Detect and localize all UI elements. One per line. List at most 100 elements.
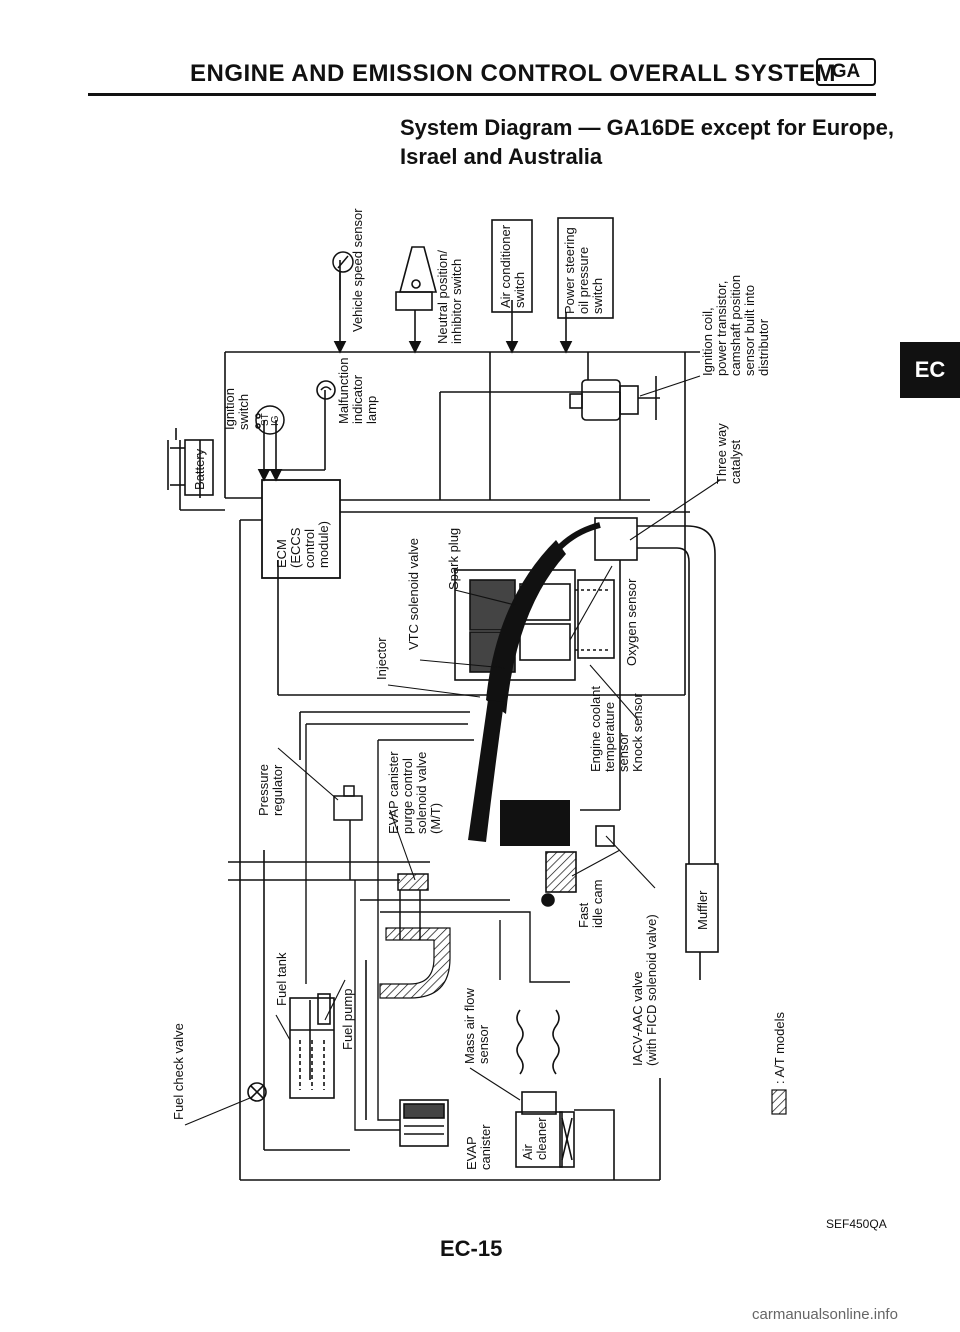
iacv-label: IACV-AAC valve (with FICD solenoid valve… [630,914,659,1066]
vtc-solenoid-label: VTC solenoid valve [406,538,421,650]
malfunction-lamp-label: Malfunction indicator lamp [336,358,379,424]
ignition-coil-label-1: Ignition coil, [700,307,715,376]
air-cleaner-label-1: Air [520,1143,535,1160]
ignition-switch-icon [255,405,285,435]
pressure-regulator-label: Pressure regulator [256,764,285,816]
section-tab[interactable]: EC [900,342,960,398]
vehicle-speed-sensor-icon [332,251,354,300]
fast-idle-label-2: idle cam [590,880,605,928]
ecm-label: ECM (ECCS control module) [274,521,331,568]
distributor-icon [569,376,660,421]
watermark: carmanualsonline.info [752,1306,898,1323]
evap-purge-label-2: purge control [400,758,415,834]
hoses [305,723,570,1131]
ignition-coil-label-3: camshaft position [728,275,743,376]
oxygen-sensor-label: Oxygen sensor [624,578,639,666]
neutral-switch-label-1: Neutral position/ [435,250,450,344]
at-models-legend: : A/T models [772,1011,787,1084]
fuel-check-valve-label: Fuel check valve [171,1023,186,1120]
iacv-label-2: (with FICD solenoid valve) [644,914,659,1066]
ignition-coil-label-4: sensor built into [742,285,757,376]
ignition-coil-label-2: power transistor, [714,281,729,376]
page-title: ENGINE AND EMISSION CONTROL OVERALL SYST… [190,60,836,87]
power-steering-label-2: oil pressure [576,247,591,314]
ignition-coil-label: Ignition coil, power transistor, camshaf… [700,275,771,376]
pressure-regulator-icon [333,785,363,880]
spark-plug-label: Spark plug [446,528,461,590]
air-cleaner-label-2: cleaner [534,1117,549,1160]
ignition-switch-label-2: switch [236,394,251,430]
injector-label: Injector [374,637,389,680]
evap-purge-label-3: solenoid valve [414,752,429,834]
system-diagram-title: System Diagram — GA16DE except for Europ… [400,113,900,171]
neutral-switch-icon [395,246,438,311]
at-legend-swatch [771,1089,787,1115]
air-conditioner-label-1: Air conditioner [498,224,513,308]
muffler-label: Muffler [695,890,710,930]
fast-idle-label-1: Fast [576,902,591,928]
battery-icon [167,428,214,496]
knock-sensor-label: Knock sensor [630,693,645,772]
fast-idle-cam-label: Fast idle cam [576,880,605,928]
pressure-regulator-label-1: Pressure [256,764,271,816]
engine-coolant-label: Engine coolant temperature sensor Knock … [588,686,645,772]
switch-position-st: ST [260,413,271,426]
evap-canister-label: EVAP canister [464,1124,493,1170]
mass-air-flow-label: Mass air flow sensor [462,988,491,1064]
malfunction-label-1: Malfunction [336,358,351,424]
engine-coolant-label-2: temperature [602,702,617,772]
three-way-label-2: catalyst [728,440,743,484]
ecm-box [261,479,341,579]
page-number: EC-15 [440,1236,503,1261]
neutral-switch-label: Neutral position/ inhibitor switch [435,250,464,344]
iacv-label-1: IACV-AAC valve [630,971,645,1066]
vehicle-speed-sensor-label: Vehicle speed sensor [350,208,365,332]
system-title-line-1: System Diagram — GA16DE except for Europ… [400,115,894,140]
at-hose-hatched [379,927,451,999]
figure-code: SEF450QA [826,1217,887,1231]
switch-position-labels: ST IG [260,413,281,426]
evap-purge-label-4: (M/T) [428,803,443,834]
power-steering-label-3: switch [590,278,605,314]
fuel-check-valve-icon [247,1082,267,1102]
mass-air-flow-label-2: sensor [476,1024,491,1064]
ignition-switch-label-1: Ignition [222,388,237,430]
evap-canister-label-1: EVAP [464,1136,479,1170]
evap-canister-icon [399,1099,449,1147]
evap-purge-label-1: EVAP canister [386,751,401,834]
power-steering-switch-box [557,217,614,319]
evap-canister-label-2: canister [478,1124,493,1170]
fuel-tank [289,993,335,1099]
evap-purge-label: EVAP canister purge control solenoid val… [386,751,443,834]
malfunction-lamp-icon [316,380,336,400]
section-badge: GA [816,58,876,86]
ecm-label-4: module) [316,521,331,568]
ecm-label-2: (ECCS [288,527,303,568]
header-rule [88,93,876,96]
air-conditioner-label-2: switch [512,272,527,308]
ecm-label-1: ECM [274,539,289,568]
intake-duct [468,540,570,846]
fuel-tank-label: Fuel tank [274,952,289,1006]
power-steering-label-1: Power steering [562,227,577,314]
engine-coolant-label-3: sensor [616,732,631,772]
throttle-body [541,825,615,907]
pressure-regulator-label-2: regulator [270,764,285,816]
three-way-catalyst-label: Three way catalyst [714,423,743,484]
three-way-label-1: Three way [714,423,729,484]
ignition-coil-label-5: distributor [756,318,771,376]
power-steering-label: Power steering oil pressure switch [562,227,605,314]
intake-bellows [515,1009,615,1180]
air-cleaner-label: Air cleaner [520,1117,549,1160]
malfunction-label-2: indicator [350,374,365,424]
signal-wiring [179,260,700,1181]
engine-block [454,522,615,681]
malfunction-label-3: lamp [364,396,379,424]
fuel-pump-label: Fuel pump [340,989,355,1050]
switch-position-ig: IG [270,415,281,426]
engine-coolant-label-1: Engine coolant [588,686,603,772]
evap-purge-valve-icon [397,873,429,940]
air-conditioner-label: Air conditioner switch [498,224,527,308]
battery-label: Battery [192,448,207,490]
